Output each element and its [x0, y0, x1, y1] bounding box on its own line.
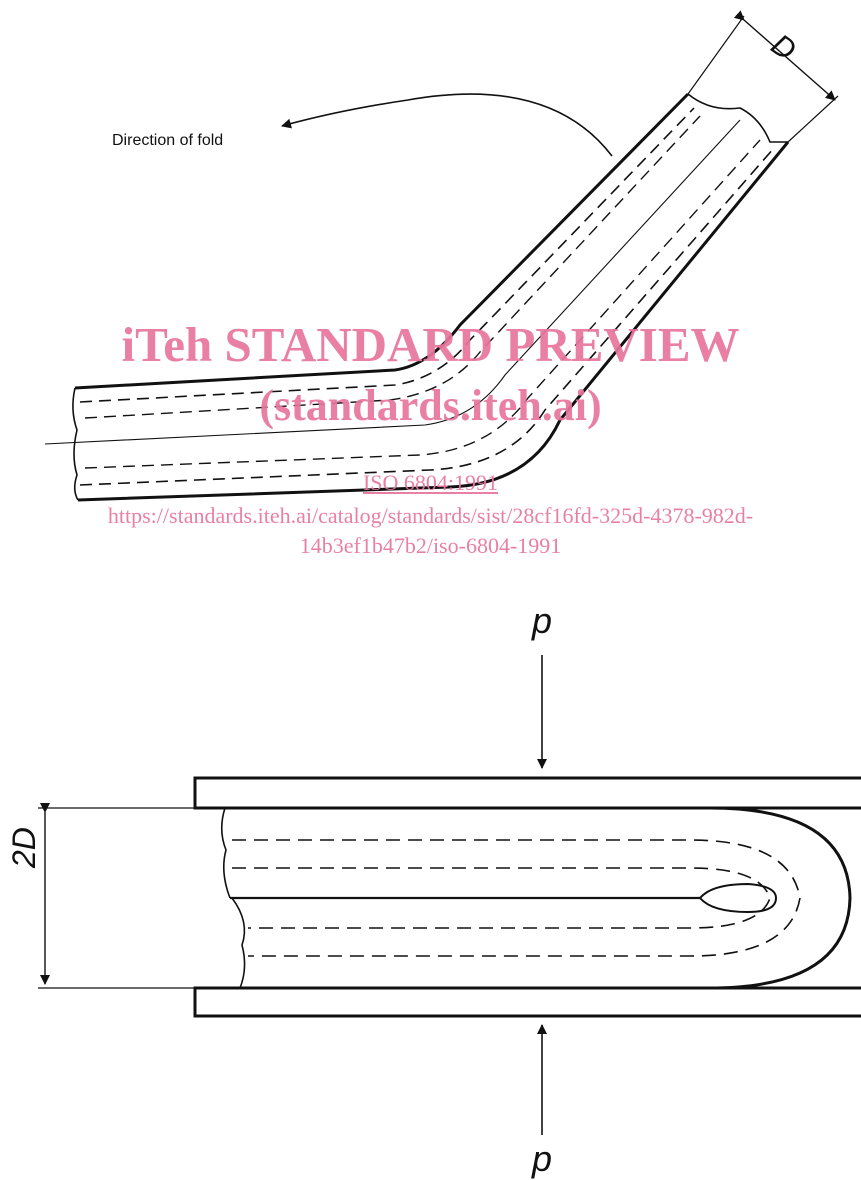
- fold-direction-label: Direction of fold: [112, 132, 224, 149]
- folded-tube-dash-2: [232, 867, 771, 929]
- tube-inner-line-b: [84, 139, 761, 469]
- watermark-url-line-2[interactable]: 14b3ef1b47b2/iso-6804-1991: [299, 533, 562, 558]
- tube-outer-wall-upper: [74, 92, 690, 390]
- folded-tube-break-upper: [220, 807, 231, 899]
- dimension-d: [687, 10, 839, 143]
- fold-eye: [698, 882, 778, 914]
- tube-centre-line: [44, 119, 741, 445]
- tube-inner-line-a: [84, 115, 701, 419]
- dimension-2d-label: 2D: [6, 827, 42, 868]
- tube-inner-wall-upper: [79, 107, 695, 403]
- tube-inner-wall-lower: [79, 147, 775, 486]
- dimension-2d: [38, 803, 240, 989]
- force-label-top: p: [532, 600, 553, 641]
- folded-tube-outer: [225, 806, 852, 990]
- folded-tube-dash-1: [232, 839, 801, 957]
- watermark-url-line-1[interactable]: https://standards.iteh.ai/catalog/standa…: [107, 503, 754, 528]
- watermark-title: iTeh STANDARD PREVIEW: [121, 317, 740, 372]
- fold-direction-arrow: [281, 93, 613, 157]
- watermark-subtitle: (standards.iteh.ai): [259, 381, 602, 430]
- tube-outer-wall-lower: [77, 141, 790, 502]
- force-label-bottom: p: [532, 1138, 553, 1179]
- bottom-plate: [193, 986, 861, 1018]
- tube-break-left: [72, 387, 79, 501]
- folded-tube: [220, 806, 852, 990]
- bent-tube: [44, 92, 790, 502]
- folded-tube-break-lower: [231, 897, 246, 989]
- watermark-standard-link[interactable]: ISO 6804:1991: [362, 470, 499, 495]
- tube-break-top: [687, 93, 788, 143]
- top-plate: [193, 776, 861, 810]
